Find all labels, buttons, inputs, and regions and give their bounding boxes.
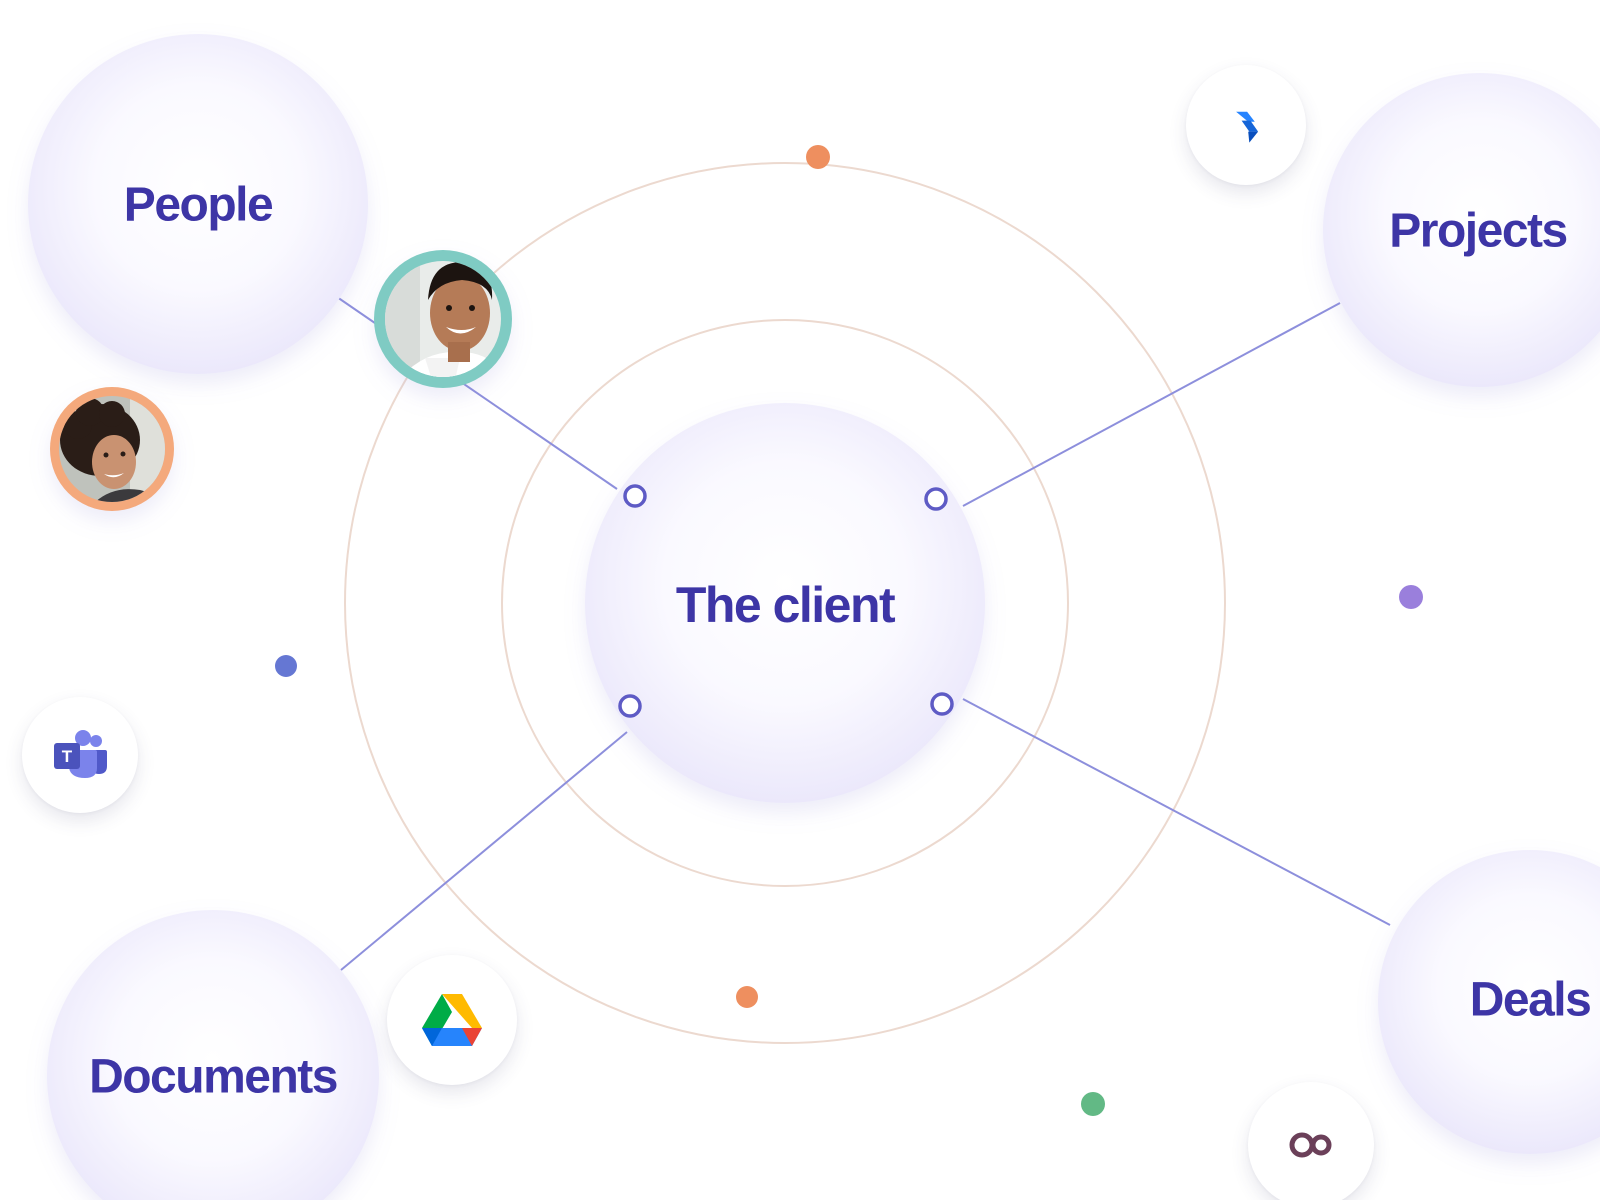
people-bubble[interactable]	[28, 34, 368, 374]
connector-documents	[340, 731, 628, 971]
client-hub-label: The client	[675, 577, 896, 633]
people-label: People	[123, 178, 274, 232]
microsoft-teams-icon: T	[54, 730, 107, 778]
orange-dot	[806, 145, 830, 169]
avatar-man[interactable]	[374, 250, 512, 388]
inner-orbit-ring	[501, 319, 1069, 887]
deals-bubble[interactable]	[1378, 850, 1600, 1154]
loop-app-icon	[1289, 1132, 1332, 1158]
projects-bubble[interactable]	[1323, 73, 1600, 387]
port-people	[623, 484, 647, 508]
outer-orbit-ring	[344, 162, 1226, 1044]
port-deals	[930, 692, 954, 716]
google-drive-icon	[422, 994, 482, 1046]
jira-icon	[1236, 111, 1259, 143]
projects-label: Projects	[1389, 204, 1568, 258]
connector-projects	[962, 302, 1341, 507]
green-dot	[1081, 1092, 1105, 1116]
port-documents	[618, 694, 642, 718]
documents-bubble[interactable]	[47, 910, 379, 1200]
microsoft-teams-chip[interactable]: T	[22, 697, 138, 813]
jira-chip[interactable]	[1186, 65, 1306, 185]
blue-dot	[275, 655, 297, 677]
connector-deals	[962, 698, 1391, 926]
avatar-woman[interactable]	[50, 387, 174, 511]
documents-label: Documents	[89, 1050, 338, 1104]
purple-dot	[1399, 585, 1423, 609]
port-projects	[924, 487, 948, 511]
orange-dot	[736, 986, 758, 1008]
loop-app-chip[interactable]	[1248, 1082, 1374, 1200]
svg-text:T: T	[62, 747, 73, 766]
client-hub-bubble[interactable]	[585, 403, 985, 803]
deals-label: Deals	[1469, 973, 1592, 1027]
google-drive-chip[interactable]	[387, 955, 517, 1085]
